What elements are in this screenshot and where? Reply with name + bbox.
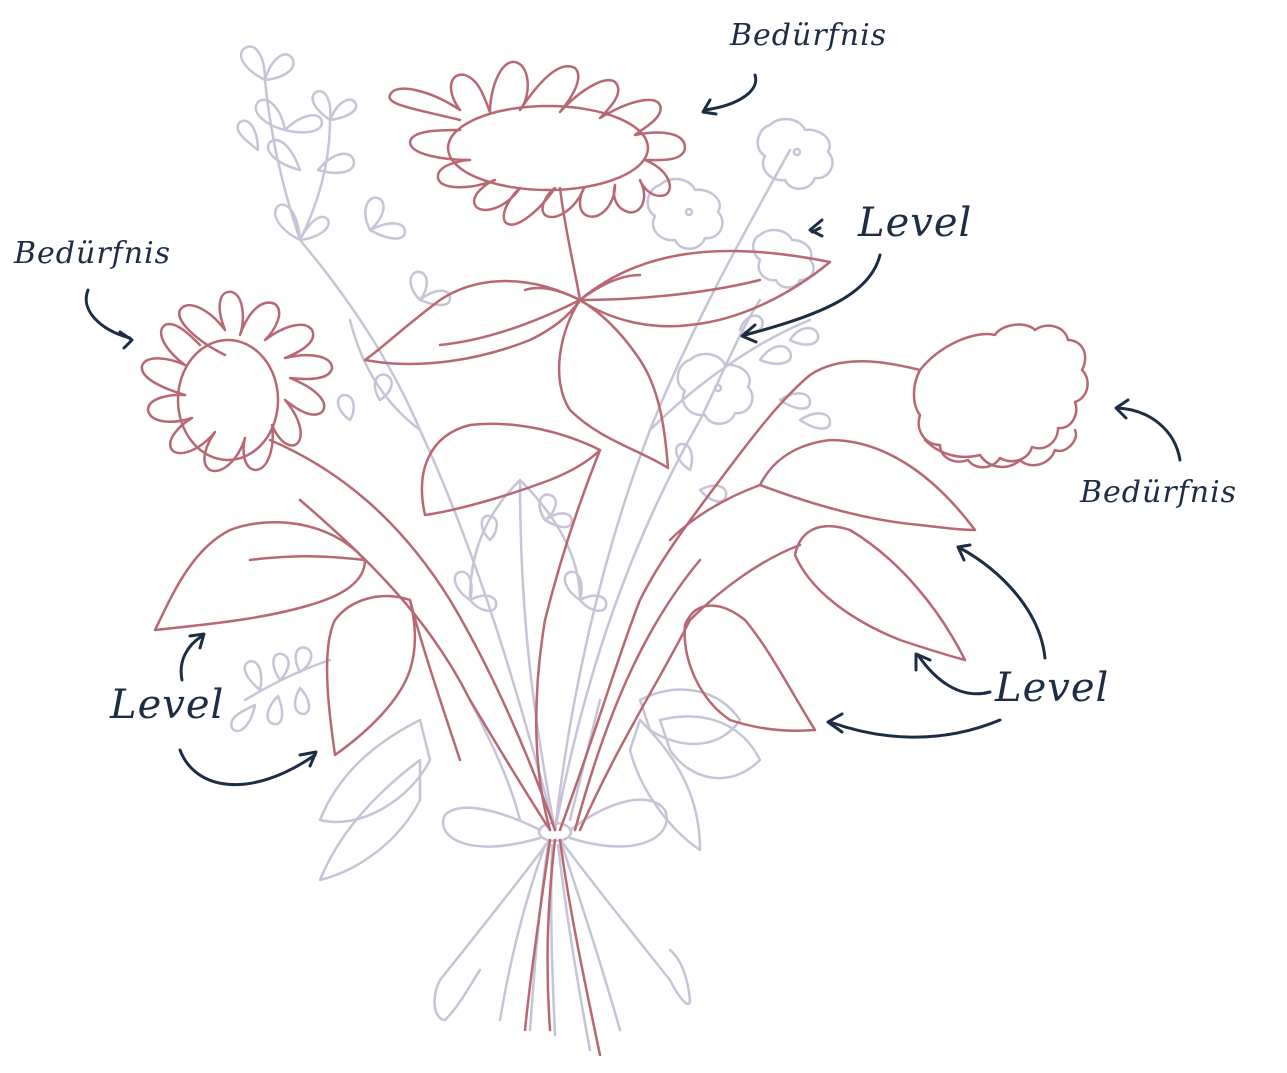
label-level-right: Level [995, 665, 1109, 711]
label-need-top: Bedürfnis [730, 18, 887, 53]
label-need-right: Bedürfnis [1080, 475, 1237, 510]
arrow-level-right-low [830, 720, 1000, 737]
background-sketch [231, 47, 832, 1050]
arrow-level-left-up [181, 636, 202, 680]
label-need-left: Bedürfnis [14, 236, 171, 271]
arrow-need-right [1118, 408, 1180, 460]
label-level-top-right: Level [858, 200, 972, 246]
arrow-need-top [705, 75, 756, 110]
arrow-need-left [86, 290, 130, 338]
arrow-level-right-up [960, 548, 1045, 658]
arrow-level-left-down [180, 750, 315, 785]
label-level-left: Level [110, 682, 224, 728]
